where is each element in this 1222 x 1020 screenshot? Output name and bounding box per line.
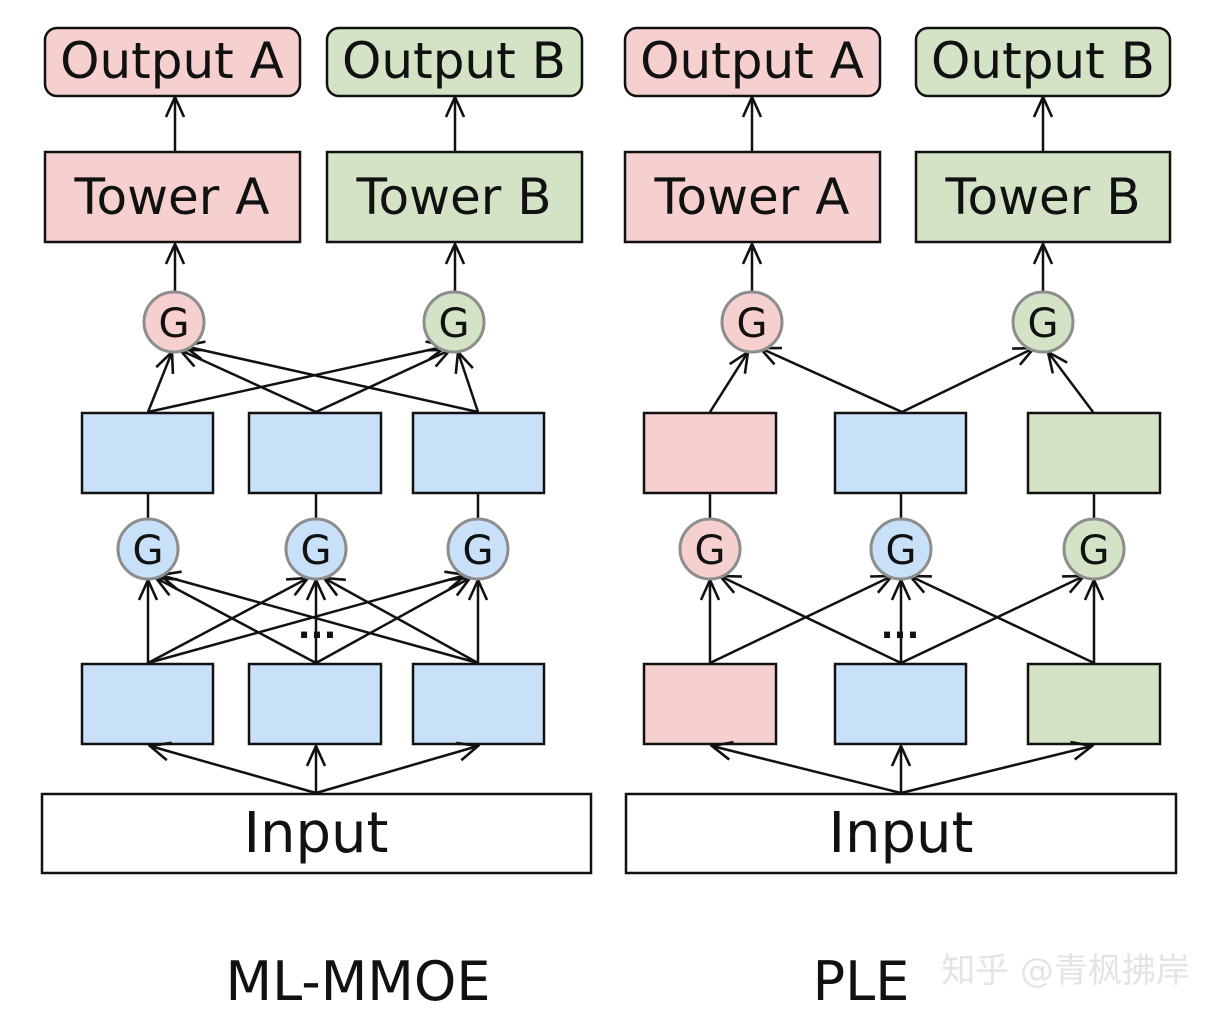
- right-level2-expert-a: [642, 411, 778, 495]
- right-output-a-label: Output A: [640, 32, 864, 90]
- left-input-box: [40, 792, 593, 875]
- left-arrow-e1-mg2: [147, 578, 308, 665]
- right-middle-gate-b-label: G: [1079, 528, 1110, 574]
- left-arrow-l2e3-gate-a: [184, 346, 479, 414]
- left-tower-a-label: Tower A: [74, 168, 270, 226]
- right-arrow-eb-mgs: [910, 576, 1095, 665]
- left-arrow-e3-mg2: [324, 578, 479, 665]
- left-gate-b-label: G: [439, 301, 470, 347]
- left-arrow-e2-mg1: [156, 578, 317, 665]
- right-level2-expert-shared: [833, 411, 968, 495]
- right-middle-gate-a-label: G: [695, 528, 726, 574]
- left-level1-expert-1: [80, 662, 215, 746]
- right-tower-b-label: Tower B: [944, 168, 1140, 226]
- left-level1-expert-2: [247, 662, 383, 746]
- left-gate-a: [142, 290, 206, 354]
- right-arrow-l2b-gate-b: [1048, 352, 1094, 413]
- left-ellipsis: ...: [298, 607, 337, 647]
- left-arrow-l2e3-gate-b: [458, 352, 480, 413]
- left-gate-a-label: G: [159, 301, 190, 347]
- left-arrow-e3-mg1: [160, 575, 479, 665]
- left-output-b-label: Output B: [342, 32, 566, 90]
- right-arrow-es-mga: [720, 576, 902, 665]
- right-arrow-input-ea: [712, 746, 902, 795]
- right-level1-expert-a: [642, 662, 778, 746]
- left-middle-gate-1-label: G: [133, 528, 164, 574]
- left-level2-expert-1: [80, 411, 215, 495]
- left-arrow-l2e1-gate-b: [147, 346, 447, 414]
- right-gate-a: [720, 290, 784, 354]
- right-caption: PLE: [813, 950, 910, 1013]
- right-gate-b-label: G: [1028, 301, 1059, 347]
- right-arrow-l2a-gate-a: [708, 352, 748, 413]
- left-caption: ML-MMOE: [225, 950, 490, 1013]
- left-arrow-e2-mg3: [315, 578, 470, 665]
- left-level2-expert-3: [411, 411, 546, 495]
- left-tower-b-label: Tower B: [355, 168, 551, 226]
- left-middle-gate-1: [116, 517, 180, 581]
- right-arrow-l2s-gate-b: [901, 348, 1034, 414]
- right-tower-a-label: Tower A: [654, 168, 850, 226]
- left-middle-gate-3-label: G: [463, 528, 494, 574]
- right-arrow-es-mgb: [900, 576, 1084, 665]
- right-gate-b: [1011, 290, 1075, 354]
- watermark: 知乎 @青枫拂岸: [941, 951, 1190, 991]
- right-middle-gate-a: [678, 517, 742, 581]
- right-output-b-label: Output B: [931, 32, 1155, 90]
- right-arrow-ea-mgs: [709, 576, 892, 665]
- left-tower-b-box: [325, 150, 584, 244]
- left-middle-gate-2-label: G: [301, 528, 332, 574]
- right-arrow-l2s-gate-a: [760, 348, 903, 414]
- left-input-label: Input: [243, 801, 388, 866]
- left-gate-b: [422, 290, 486, 354]
- left-output-a-label: Output A: [60, 32, 284, 90]
- ple-diagram: Output A Output B Tower A Tower B G G: [623, 26, 1178, 1013]
- left-arrow-e1-mg3: [147, 575, 466, 665]
- right-input-label: Input: [828, 801, 973, 866]
- right-input-box: [624, 792, 1178, 875]
- right-middle-gate-shared: [869, 517, 933, 581]
- left-level2-expert-2: [247, 411, 383, 495]
- right-ellipsis: ...: [881, 607, 920, 647]
- left-arrow-input-e3: [315, 746, 478, 795]
- right-gate-a-label: G: [737, 301, 768, 347]
- left-level1-expert-3: [411, 662, 546, 746]
- left-arrow-l2e2-gate-b: [315, 350, 450, 414]
- right-level1-expert-b: [1026, 662, 1162, 746]
- left-middle-gate-2: [284, 517, 348, 581]
- right-level1-expert-shared: [833, 662, 968, 746]
- left-arrow-l2e1-gate-a: [146, 352, 172, 413]
- right-middle-gate-shared-label: G: [886, 528, 917, 574]
- left-arrow-l2e2-gate-a: [180, 350, 317, 414]
- ml-mmoe-diagram: Output A Output B Tower A Tower B G G: [40, 26, 593, 1013]
- right-level2-expert-b: [1026, 411, 1162, 495]
- right-middle-gate-b: [1062, 517, 1126, 581]
- left-middle-gate-3: [446, 517, 510, 581]
- right-arrow-input-eb: [900, 746, 1092, 795]
- left-arrow-input-e1: [150, 746, 317, 795]
